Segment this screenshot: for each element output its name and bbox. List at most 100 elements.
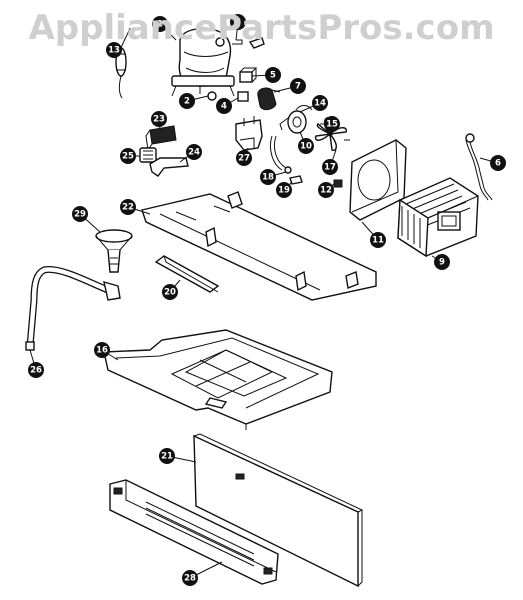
callout-circle <box>322 159 338 175</box>
part-12-screw <box>333 179 343 188</box>
callout-circle <box>120 148 136 164</box>
callout-number: 27 <box>238 154 250 164</box>
part-18-clip <box>269 135 292 174</box>
callout-6: 6 <box>490 155 506 171</box>
callout-circle <box>230 14 246 30</box>
callout-number: 26 <box>30 366 42 376</box>
callout-circle <box>106 42 122 58</box>
part-20-rail <box>154 255 220 293</box>
callout-circle <box>182 570 198 586</box>
callout-24: 24 <box>186 144 202 160</box>
callout-circle <box>28 362 44 378</box>
callout-15: 15 <box>324 116 340 132</box>
callout-number: 20 <box>164 288 176 298</box>
callout-13: 13 <box>106 42 122 58</box>
callout-14: 14 <box>312 95 328 111</box>
callout-circle <box>324 116 340 132</box>
callout-circle <box>179 93 195 109</box>
callout-number: 9 <box>439 258 445 268</box>
part-8-grommet <box>232 37 265 49</box>
part-5-relay <box>239 67 258 83</box>
part-14-motor-bracket <box>295 105 313 111</box>
callout-circle <box>72 206 88 222</box>
callout-number: 17 <box>324 163 336 173</box>
watermark-text: AppliancePartsPros.com <box>28 8 495 48</box>
callout-number: 13 <box>108 46 120 56</box>
callout-17: 17 <box>322 159 338 175</box>
callout-number: 1 <box>157 20 163 30</box>
callout-circle <box>276 182 292 198</box>
callout-22: 22 <box>120 199 136 215</box>
callout-9: 9 <box>434 254 450 270</box>
callout-circle <box>312 95 328 111</box>
callout-circle <box>490 155 506 171</box>
callout-circle <box>94 342 110 358</box>
callout-number: 25 <box>122 152 134 162</box>
callout-21: 21 <box>159 448 175 464</box>
part-11-fan-shroud <box>349 139 407 221</box>
callout-18: 18 <box>260 169 276 185</box>
callout-number: 6 <box>495 159 501 169</box>
callout-circle <box>186 144 202 160</box>
callout-16: 16 <box>94 342 110 358</box>
callout-number: 16 <box>96 346 108 356</box>
callout-circle <box>162 284 178 300</box>
callout-circle <box>151 111 167 127</box>
part-22-base-plate <box>141 191 377 301</box>
callout-7: 7 <box>290 78 306 94</box>
callout-26: 26 <box>28 362 44 378</box>
callout-circle <box>260 169 276 185</box>
callout-25: 25 <box>120 148 136 164</box>
part-1-compressor <box>171 27 235 97</box>
part-23-timer <box>145 125 177 152</box>
callout-number: 18 <box>262 173 274 183</box>
callout-number: 8 <box>235 18 241 28</box>
callout-circle <box>290 78 306 94</box>
part-10-fan-motor <box>279 110 307 134</box>
callout-4: 4 <box>216 98 232 114</box>
callout-20: 20 <box>162 284 178 300</box>
callout-number: 15 <box>326 120 338 130</box>
callout-circle <box>120 199 136 215</box>
part-4-grommet <box>237 91 249 102</box>
callout-number: 10 <box>300 142 312 152</box>
part-29-drain-funnel <box>95 229 133 273</box>
part-25-terminal <box>139 147 157 163</box>
callout-number: 19 <box>278 186 290 196</box>
callout-circle <box>152 16 168 32</box>
callout-2: 2 <box>179 93 195 109</box>
callout-number: 29 <box>74 210 86 220</box>
part-24-clamp <box>149 157 189 177</box>
callout-23: 23 <box>151 111 167 127</box>
callout-number: 28 <box>184 574 196 584</box>
callout-19: 19 <box>276 182 292 198</box>
part-6-wire-harness <box>465 133 493 201</box>
callout-28: 28 <box>182 570 198 586</box>
callout-circle <box>159 448 175 464</box>
part-26-drain-tube <box>25 265 121 351</box>
callout-circle <box>434 254 450 270</box>
callout-number: 21 <box>161 452 173 462</box>
callout-circle <box>318 182 334 198</box>
callout-29: 29 <box>72 206 88 222</box>
callout-circle <box>265 67 281 83</box>
callout-10: 10 <box>298 138 314 154</box>
part-16-drain-pan <box>103 329 333 430</box>
callout-11: 11 <box>370 232 386 248</box>
callout-circle <box>236 150 252 166</box>
callout-5: 5 <box>265 67 281 83</box>
callout-12: 12 <box>318 182 334 198</box>
callout-number: 5 <box>270 71 276 81</box>
callout-number: 4 <box>221 102 227 112</box>
callout-number: 24 <box>188 148 200 158</box>
callout-number: 7 <box>295 82 301 92</box>
callout-circle <box>298 138 314 154</box>
part-2-grommet <box>207 91 217 101</box>
part-27-bracket <box>235 116 263 151</box>
callout-8: 8 <box>230 14 246 30</box>
callout-number: 14 <box>314 99 326 109</box>
callout-circle <box>370 232 386 248</box>
